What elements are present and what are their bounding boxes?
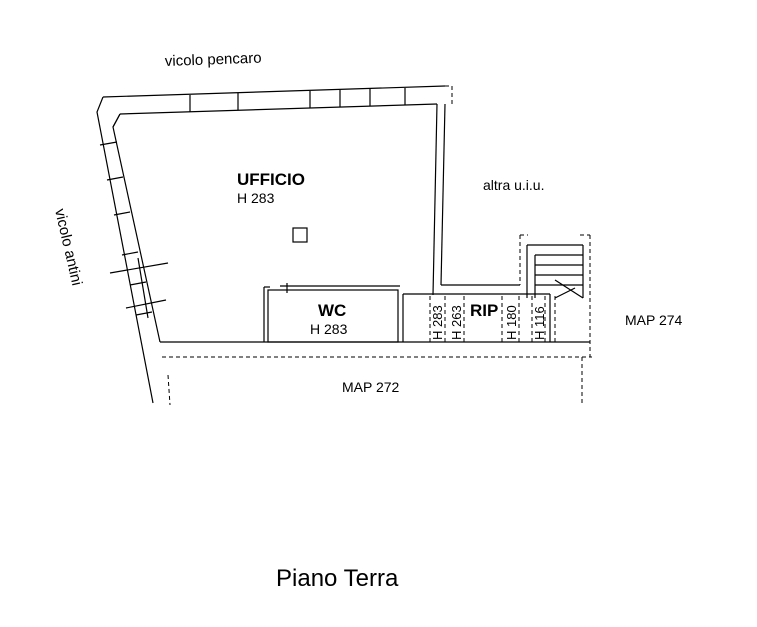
stairs	[526, 244, 584, 299]
outer-wall	[96, 85, 446, 404]
height-label-4: H 116	[532, 306, 547, 340]
wc-name: WC	[318, 301, 346, 320]
left-windows	[99, 141, 169, 319]
floor-caption: Piano Terra	[276, 565, 399, 592]
top-windows	[189, 88, 406, 112]
map-right-label: MAP 274	[625, 312, 683, 328]
ufficio-name: UFFICIO	[237, 170, 305, 189]
column-marker	[292, 227, 308, 243]
wc-room	[263, 283, 400, 343]
rip-room	[402, 293, 551, 342]
dashed-boundaries	[162, 85, 592, 406]
ufficio-right-wall	[432, 103, 520, 296]
height-label-2: H 263	[449, 305, 464, 340]
ufficio-height: H 283	[237, 190, 275, 206]
height-label-1: H 283	[430, 305, 445, 340]
map-bottom-label: MAP 272	[342, 379, 400, 395]
height-label-3: H 180	[504, 305, 519, 340]
other-unit-label: altra u.i.u.	[483, 177, 544, 193]
street-top-label: vicolo pencaro	[165, 50, 262, 70]
street-left-label: vicolo antini	[51, 207, 85, 287]
rip-name: RIP	[470, 301, 498, 320]
wc-height: H 283	[310, 321, 348, 337]
